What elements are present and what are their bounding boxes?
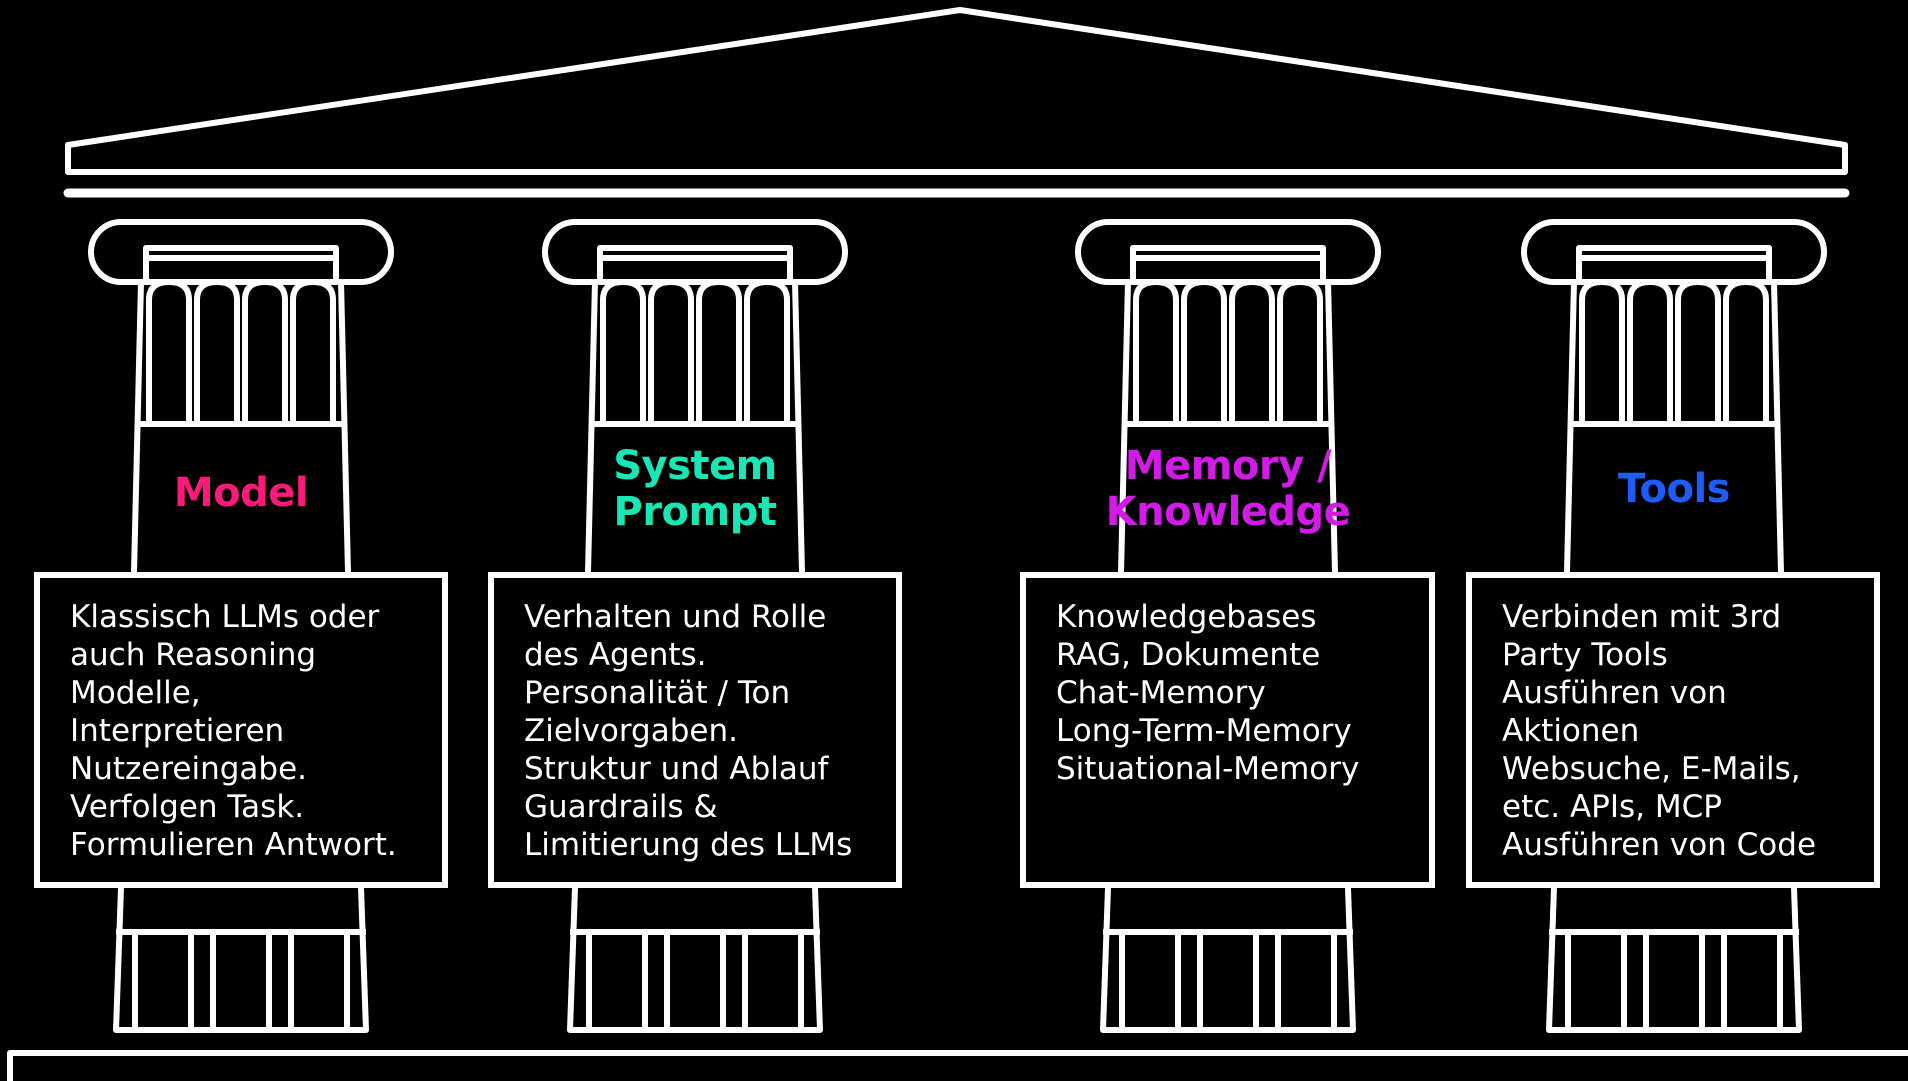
pillar-description-line: Verhalten und Rolle — [524, 599, 827, 635]
pillar-description-line: Party Tools — [1502, 637, 1668, 673]
column-base-flute — [210, 929, 272, 1033]
column-base — [1546, 887, 1802, 1033]
pillar-description-line: Verbinden mit 3rd — [1502, 599, 1782, 635]
column-base — [567, 887, 823, 1033]
pillar-description-line: auch Reasoning — [70, 637, 317, 673]
column-base-flute — [1565, 929, 1627, 1033]
pillar-title: Tools — [1524, 466, 1824, 512]
pillar-description-line: Verfolgen Task. — [70, 789, 305, 825]
temple-base — [7, 1050, 1908, 1081]
column-flute — [1579, 279, 1625, 424]
pillar-description-line: Personalität / Ton — [524, 675, 791, 711]
column-flute — [1133, 279, 1179, 424]
pillar-description-line: Long-Term-Memory — [1056, 713, 1352, 749]
column-base-flute — [1275, 929, 1337, 1033]
pillar-description-line: Knowledgebases — [1056, 599, 1317, 635]
pillar-title-line: Tools — [1618, 466, 1730, 512]
pillar-description-line: Limitierung des LLMs — [524, 827, 853, 863]
column-capital-echinus — [597, 245, 793, 285]
pillar-title-line: Memory / — [1124, 443, 1332, 489]
column-flute — [696, 279, 742, 424]
column-capital — [88, 219, 394, 285]
pillar-description-line: Ausführen von Code — [1502, 827, 1817, 863]
pillar-description-line: Guardrails & — [524, 789, 718, 825]
column-flute — [1277, 279, 1323, 424]
column-base-flute — [132, 929, 194, 1033]
pillar-description-line: Chat-Memory — [1056, 675, 1266, 711]
column-base-flute — [586, 929, 648, 1033]
pillar-description-line: Aktionen — [1502, 713, 1640, 749]
column-flute — [1229, 279, 1275, 424]
column-flute — [1627, 279, 1673, 424]
column-base-flute — [1643, 929, 1705, 1033]
pillar-description-line: Modelle, — [70, 675, 201, 711]
pillar-description-line: etc. APIs, MCP — [1502, 789, 1722, 825]
column-flute — [290, 279, 336, 424]
pillar-description-line: Ausführen von — [1502, 675, 1727, 711]
column-flute — [242, 279, 288, 424]
column-capital-echinus — [1130, 245, 1326, 285]
pillar-description-line: Websuche, E-Mails, — [1502, 751, 1801, 787]
column-base — [1100, 887, 1356, 1033]
pillar-description-line: Nutzereingabe. — [70, 751, 308, 787]
column-capital-echinus — [1576, 245, 1772, 285]
pillar-title-line: System — [613, 443, 777, 489]
pillar-description-line: Klassisch LLMs oder — [70, 599, 380, 635]
column-base-flute — [1197, 929, 1259, 1033]
column-flute — [146, 279, 192, 424]
pillar-description-line: Zielvorgaben. — [524, 713, 738, 749]
column-capital — [1521, 219, 1827, 285]
column-capital — [1075, 219, 1381, 285]
column-base-flute — [742, 929, 804, 1033]
column-flute — [1675, 279, 1721, 424]
pillar-description-line: Formulieren Antwort. — [70, 827, 397, 863]
column-base-flute — [664, 929, 726, 1033]
column-base-flute — [1721, 929, 1783, 1033]
column-flute — [600, 279, 646, 424]
pillar-description-line: des Agents. — [524, 637, 707, 673]
column-base — [113, 887, 369, 1033]
column-base-flute — [288, 929, 350, 1033]
column-flute — [744, 279, 790, 424]
temple-roof — [65, 7, 1848, 175]
column-capital-echinus — [143, 245, 339, 285]
column-flute — [648, 279, 694, 424]
pillar-description-line: Interpretieren — [70, 713, 285, 749]
column-base-flute — [1119, 929, 1181, 1033]
column-flute — [1723, 279, 1769, 424]
pillar-title-line: Knowledge — [1105, 489, 1351, 535]
column-capital — [542, 219, 848, 285]
pillar-description-line: Situational-Memory — [1056, 751, 1360, 787]
pillar-description-line: Struktur und Ablauf — [524, 751, 829, 787]
pillar-title-line: Model — [173, 470, 309, 516]
pillar-description-line: RAG, Dokumente — [1056, 637, 1321, 673]
column-flute — [194, 279, 240, 424]
column-flute — [1181, 279, 1227, 424]
pillar-title: Model — [91, 470, 391, 516]
pillar-title: Memory /Knowledge — [1078, 443, 1378, 535]
pillar-title-line: Prompt — [613, 489, 777, 535]
